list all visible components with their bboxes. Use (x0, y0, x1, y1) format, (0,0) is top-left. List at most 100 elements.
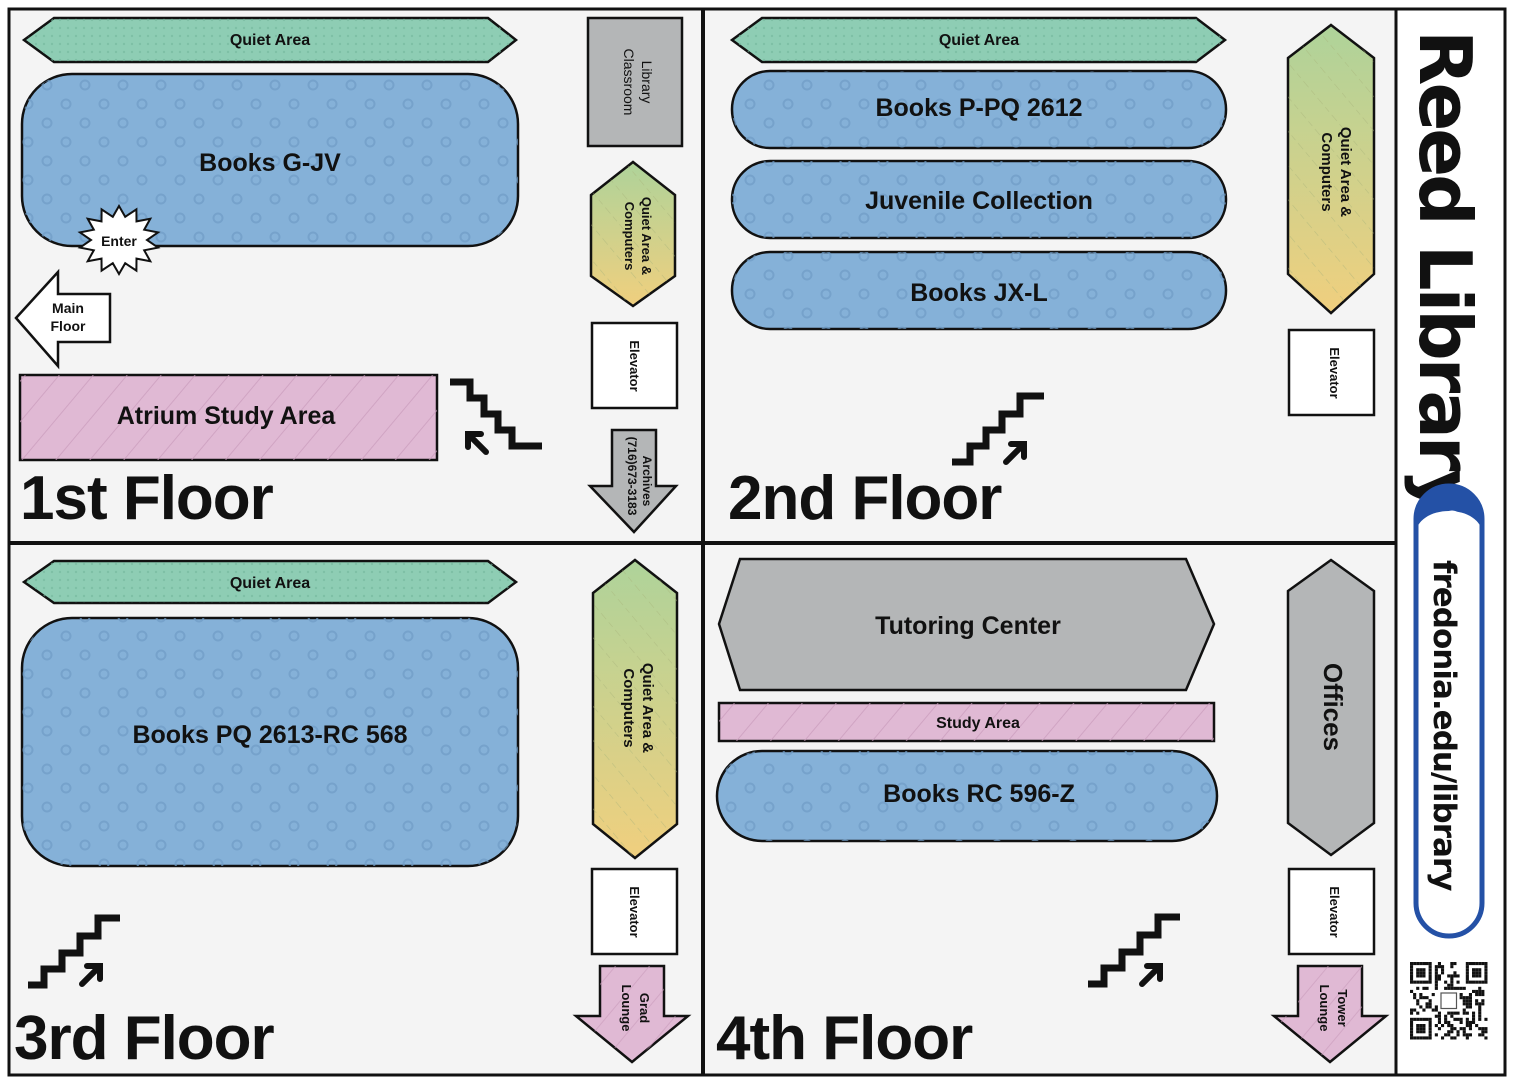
books-section-2[interactable]: Juvenile Collection (730, 159, 1228, 240)
books-section[interactable]: Books PQ 2613-RC 568 (20, 616, 520, 868)
qr-module (1428, 968, 1432, 972)
offices[interactable]: Offices (1286, 558, 1376, 857)
main-floor-arrow[interactable]: Main Floor (14, 268, 112, 370)
qr-module (1453, 962, 1457, 966)
qr-module (1484, 965, 1488, 969)
tower-lounge-arrow[interactable]: Tower Lounge (1270, 964, 1390, 1064)
qr-module (1422, 971, 1426, 975)
library-classroom[interactable]: Library Classroom (586, 16, 684, 148)
qr-module (1450, 983, 1454, 987)
qr-module (1447, 1030, 1451, 1034)
qr-module (1481, 993, 1485, 997)
website-label: fredonia.edu/library (1426, 560, 1462, 891)
qr-module (1444, 1020, 1448, 1024)
qr-module (1422, 962, 1426, 966)
qr-module (1481, 1033, 1485, 1037)
qr-code[interactable] (1410, 962, 1488, 1040)
qr-module (1468, 1033, 1472, 1037)
qr-module (1428, 1033, 1432, 1037)
grad-lounge-arrow[interactable]: Grad Lounge (572, 964, 692, 1064)
qr-module (1416, 974, 1420, 978)
archives-arrow[interactable]: Archives (716)673-3183 (587, 428, 679, 534)
qr-module (1472, 968, 1476, 972)
quiet-area[interactable]: Quiet Area (729, 16, 1228, 64)
computers-label-1: Quiet Area & (639, 197, 654, 275)
qr-module (1428, 1030, 1432, 1034)
archives-label: Archives (640, 456, 654, 507)
qr-module (1425, 1005, 1429, 1009)
qr-module (1410, 1027, 1414, 1031)
qr-module (1465, 999, 1469, 1003)
qr-module (1468, 980, 1472, 984)
qr-module (1484, 974, 1488, 978)
qr-module (1459, 1017, 1463, 1021)
quiet-computers-area[interactable]: Quiet Area & Computers (589, 160, 677, 308)
computers-label-1: Quiet Area & (1337, 127, 1354, 217)
qr-module (1475, 993, 1479, 997)
website-link[interactable]: fredonia.edu/library (1413, 483, 1485, 939)
elevator[interactable]: Elevator (1287, 867, 1376, 956)
stairs-icon (952, 392, 1044, 466)
qr-module (1416, 1030, 1420, 1034)
atrium-study-area[interactable]: Atrium Study Area (18, 373, 439, 462)
qr-module (1425, 996, 1429, 1000)
books-section[interactable]: Books RC 596-Z (715, 749, 1219, 843)
qr-module (1453, 1011, 1457, 1015)
qr-module (1434, 968, 1438, 972)
qr-module (1434, 980, 1438, 984)
qr-module (1456, 986, 1460, 990)
quiet-computers-area[interactable]: Quiet Area & Computers (1286, 23, 1376, 315)
floor-1-panel: Quiet Area Books G-JV Enter Main Floor A… (14, 16, 684, 534)
qr-module (1465, 1011, 1469, 1015)
qr-module (1419, 980, 1423, 984)
qr-module (1444, 1017, 1448, 1021)
quiet-area-label: Quiet Area (939, 32, 1019, 49)
qr-module (1453, 974, 1457, 978)
books-section[interactable]: Books G-JV (20, 72, 520, 248)
qr-module (1428, 1027, 1432, 1031)
qr-module (1413, 1008, 1417, 1012)
lounge-label-2: Lounge (1317, 985, 1332, 1032)
qr-module (1481, 989, 1485, 993)
qr-module (1478, 974, 1482, 978)
lounge-label-1: Grad (637, 993, 652, 1023)
atrium-label: Atrium Study Area (117, 402, 337, 430)
qr-module (1456, 1017, 1460, 1021)
computers-label-1: Quiet Area & (639, 663, 656, 753)
stairs-icon (450, 378, 542, 455)
qr-module (1462, 1033, 1466, 1037)
qr-module (1447, 1020, 1451, 1024)
qr-module (1459, 1027, 1463, 1031)
qr-module (1410, 968, 1414, 972)
qr-module (1422, 1017, 1426, 1021)
qr-module (1422, 1030, 1426, 1034)
books-label-1: Books P-PQ 2612 (875, 94, 1082, 122)
qr-module (1410, 1008, 1414, 1012)
elevator[interactable]: Elevator (590, 321, 679, 410)
qr-module (1468, 1002, 1472, 1006)
qr-module (1459, 986, 1463, 990)
qr-module (1434, 986, 1438, 990)
qr-module (1481, 1027, 1485, 1031)
qr-module (1425, 1002, 1429, 1006)
qr-module (1416, 968, 1420, 972)
elevator[interactable]: Elevator (1287, 328, 1376, 417)
computers-label-2: Computers (622, 202, 637, 271)
qr-module (1472, 980, 1476, 984)
qr-module (1428, 965, 1432, 969)
qr-module (1478, 1002, 1482, 1006)
tutoring-center[interactable]: Tutoring Center (717, 557, 1216, 692)
quiet-computers-area[interactable]: Quiet Area & Computers (591, 558, 679, 860)
floor-title-2: 2nd Floor (728, 464, 1002, 533)
enter-marker[interactable]: Enter (77, 203, 161, 277)
quiet-area[interactable]: Quiet Area (21, 16, 519, 64)
study-area[interactable]: Study Area (717, 701, 1216, 743)
elevator[interactable]: Elevator (590, 867, 679, 956)
qr-module (1450, 965, 1454, 969)
qr-module (1419, 962, 1423, 966)
qr-module (1456, 1030, 1460, 1034)
quiet-area[interactable]: Quiet Area (21, 559, 519, 605)
books-section-3[interactable]: Books JX-L (730, 250, 1228, 331)
qr-module (1410, 977, 1414, 981)
books-section-1[interactable]: Books P-PQ 2612 (730, 69, 1228, 150)
